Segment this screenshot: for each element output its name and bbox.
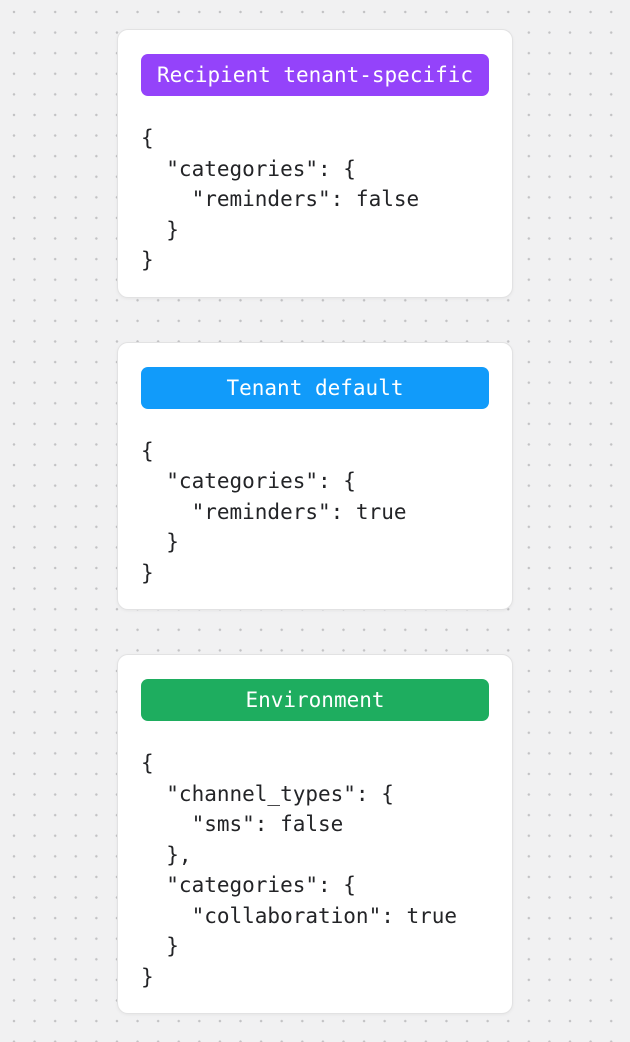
card-recipient-tenant-specific: Recipient tenant-specific { "categories"… (117, 29, 513, 298)
json-code-environment: { "channel_types": { "sms": false }, "ca… (141, 751, 458, 989)
card-tenant-default: Tenant default { "categories": { "remind… (117, 341, 513, 610)
badge-environment: Environment (141, 679, 489, 721)
json-code-tenant-default: { "categories": { "reminders": true } } (141, 438, 407, 585)
card-environment: Environment { "channel_types": { "sms": … (117, 654, 513, 1014)
json-code-recipient-tenant-specific: { "categories": { "reminders": false } } (141, 126, 420, 272)
badge-recipient-tenant-specific: Recipient tenant-specific (141, 54, 489, 96)
badge-tenant-default: Tenant default (141, 366, 489, 409)
